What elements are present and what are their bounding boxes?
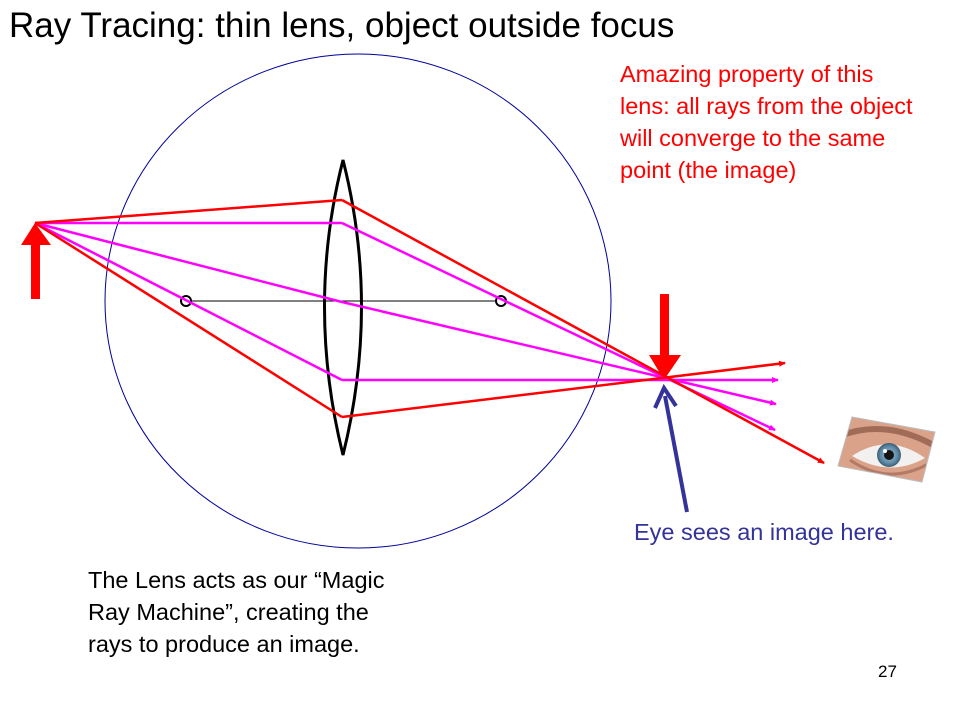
slide-title: Ray Tracing: thin lens, object outside f… [9, 6, 675, 45]
extra-ray-low-in [34, 221, 343, 382]
parallel-ray-in [34, 198, 343, 225]
extra-ray-mid-in [34, 221, 343, 304]
focal-ray-in [34, 221, 343, 419]
object-arrow [21, 223, 51, 299]
lens-property-note: Amazing property of this lens: all rays … [620, 61, 913, 183]
eye-photo-icon [837, 416, 936, 483]
image-arrow [649, 294, 681, 380]
thin-lens [323, 159, 363, 456]
extra-ray-top-out [341, 221, 776, 432]
magic-ray-machine-note: The Lens acts as our “Magic Ray Machine”… [88, 567, 385, 657]
parallel-ray-out [341, 198, 825, 465]
field-circle [104, 53, 612, 549]
extra-ray-mid-out [341, 300, 777, 406]
eye-pointer-arrow [653, 383, 689, 513]
eye-sees-image-note: Eye sees an image here. [634, 519, 894, 545]
principal-rays [34, 198, 825, 465]
focal-ray-out [341, 360, 786, 419]
slide-number: 27 [878, 662, 897, 681]
